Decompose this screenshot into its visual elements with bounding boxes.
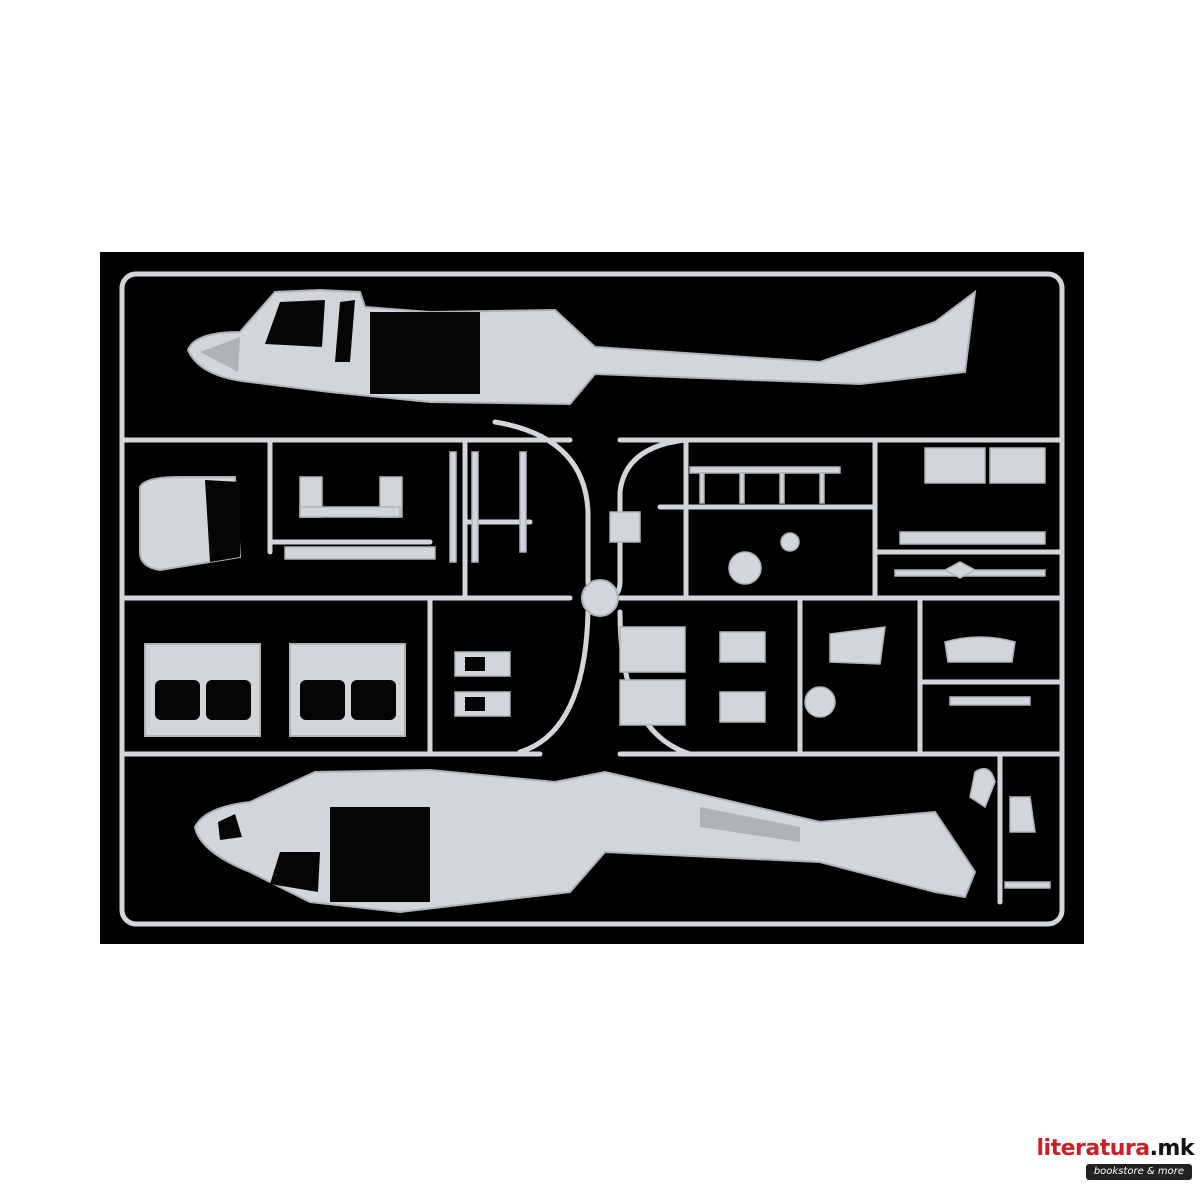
watermark-logo-text: literatura.mk [1036, 1136, 1194, 1161]
fuselage-upper [186, 288, 977, 406]
sprue-photo [100, 252, 1084, 944]
fuselage-lower [193, 768, 977, 914]
parts-group-lower [619, 626, 1051, 889]
sprue-illustration [119, 271, 1065, 927]
literatura-watermark: literatura.mk bookstore & more [1036, 1136, 1198, 1196]
sprue-hub [581, 579, 619, 617]
parts-group-upper [284, 447, 1046, 585]
watermark-tagline: bookstore & more [1085, 1164, 1192, 1180]
door-panels [144, 643, 511, 737]
watermark-brand: literatura [1036, 1136, 1150, 1161]
part-seat-block [139, 476, 242, 572]
watermark-domain: .mk [1149, 1136, 1195, 1161]
